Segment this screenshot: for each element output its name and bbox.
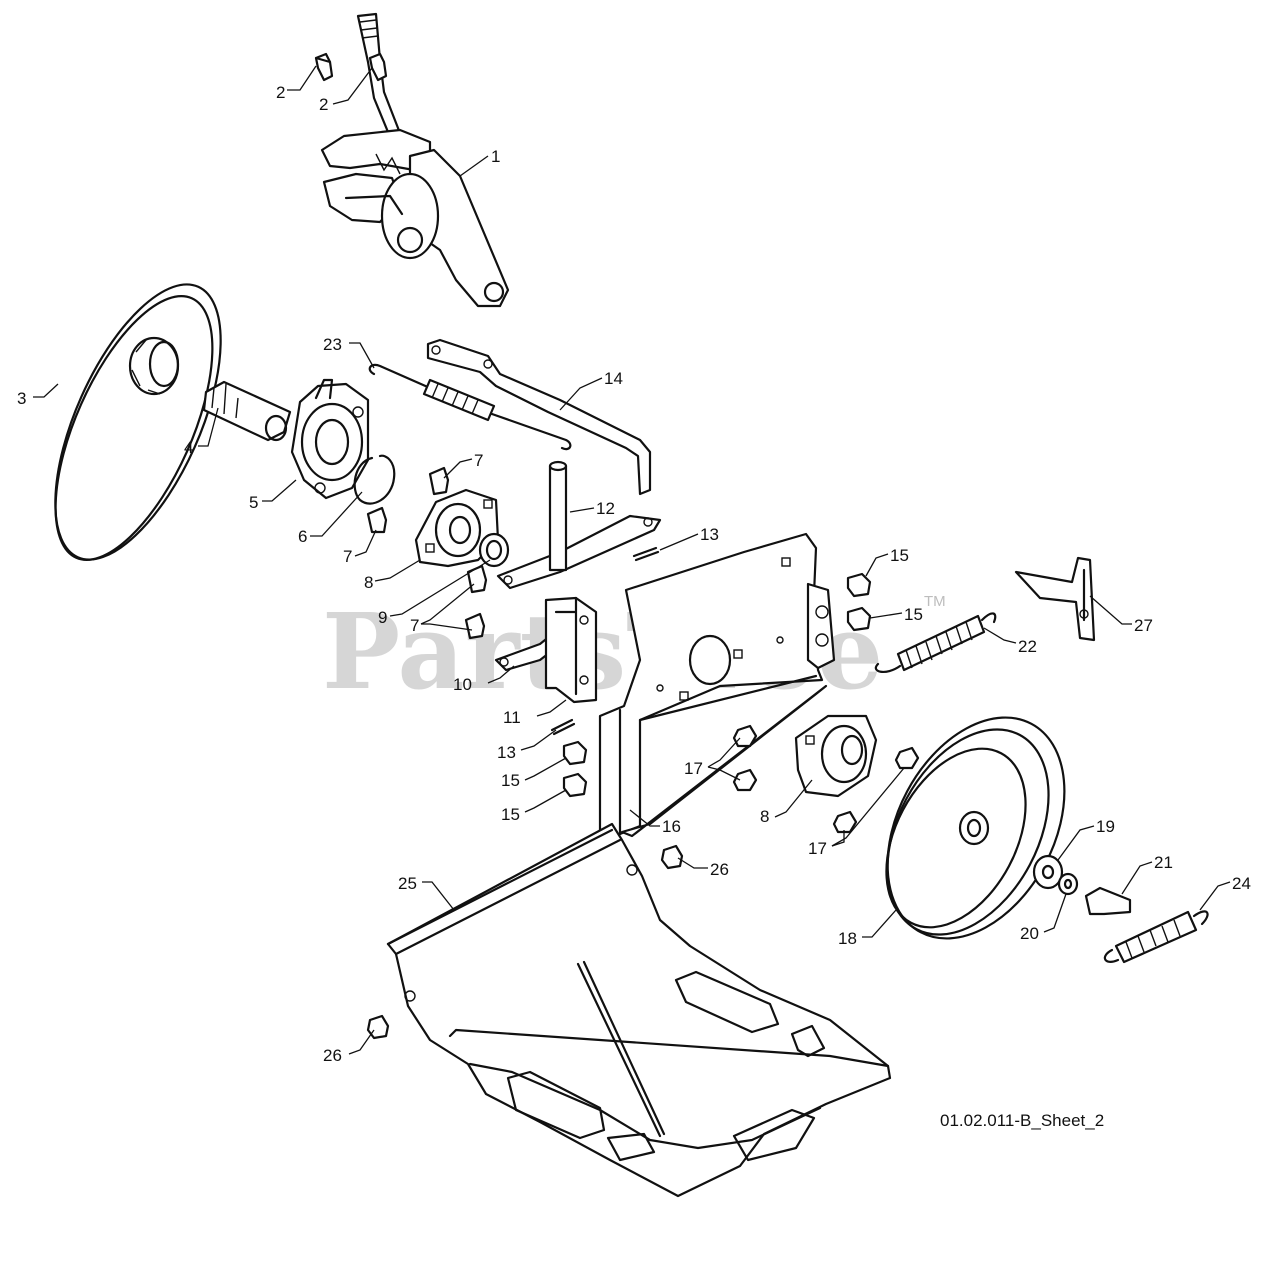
callout-20[interactable]: 20	[1020, 924, 1039, 943]
leader-lines	[33, 65, 1231, 1055]
callout-7[interactable]: 7	[474, 451, 483, 470]
part-cotter-pin-a[interactable]	[632, 546, 660, 562]
callout-2[interactable]: 2	[276, 83, 285, 102]
callout-17[interactable]: 17	[808, 839, 827, 858]
part-hex-nut-b[interactable]	[732, 768, 758, 792]
callout-15[interactable]: 15	[890, 546, 909, 565]
part-self-tapping-screw-a[interactable]	[660, 844, 684, 870]
part-flange-bolt-d[interactable]	[464, 612, 486, 640]
part-mounting-plate[interactable]	[598, 532, 836, 840]
callout-10[interactable]: 10	[453, 675, 472, 694]
callout-14[interactable]: 14	[604, 369, 623, 388]
callout-22[interactable]: 22	[1018, 637, 1037, 656]
part-hex-nut-d[interactable]	[894, 746, 920, 770]
sheet-label: 01.02.011-B_Sheet_2	[940, 1111, 1104, 1130]
part-pulley-bolt[interactable]	[1084, 886, 1132, 916]
callout-3[interactable]: 3	[17, 389, 26, 408]
callout-8[interactable]: 8	[760, 807, 769, 826]
callout-15[interactable]: 15	[501, 805, 520, 824]
callout-7[interactable]: 7	[410, 616, 419, 635]
callout-labels: 1 2 2 3 4 5 6 7 7 7 8 8 9 10 11 12 13 13…	[17, 83, 1251, 1065]
part-flange-bolt-c[interactable]	[466, 564, 488, 594]
callout-6[interactable]: 6	[298, 527, 307, 546]
callout-27[interactable]: 27	[1134, 616, 1153, 635]
part-mounting-bracket[interactable]	[1014, 556, 1096, 642]
part-extension-spring-24[interactable]	[1103, 910, 1209, 964]
part-hex-screw-c[interactable]	[562, 740, 588, 766]
callout-13[interactable]: 13	[497, 743, 516, 762]
callout-11[interactable]: 11	[503, 708, 521, 727]
part-pivot-pin[interactable]	[548, 460, 568, 572]
callout-21[interactable]: 21	[1154, 853, 1173, 872]
part-hex-screw-b[interactable]	[846, 606, 872, 632]
callout-5[interactable]: 5	[249, 493, 258, 512]
part-hex-nut-a[interactable]	[732, 724, 758, 748]
part-snap-ring[interactable]	[353, 454, 396, 505]
part-extension-spring-22[interactable]	[874, 612, 997, 673]
part-bolt-b[interactable]	[368, 52, 388, 82]
part-friction-disc[interactable]	[21, 262, 255, 583]
callout-2[interactable]: 2	[319, 95, 328, 114]
part-floor-shield[interactable]	[386, 822, 892, 1198]
callout-15[interactable]: 15	[501, 771, 520, 790]
part-shift-lever-assembly[interactable]	[320, 12, 510, 308]
callout-18[interactable]: 18	[838, 929, 857, 948]
callout-24[interactable]: 24	[1232, 874, 1251, 893]
part-extension-spring-23[interactable]	[368, 363, 572, 451]
callout-8[interactable]: 8	[364, 573, 373, 592]
callout-9[interactable]: 9	[378, 608, 387, 627]
callout-19[interactable]: 19	[1096, 817, 1115, 836]
callout-26[interactable]: 26	[710, 860, 729, 879]
callout-13[interactable]: 13	[700, 525, 719, 544]
part-washer-large[interactable]	[1032, 854, 1064, 890]
watermark-trademark: TM	[924, 593, 946, 610]
part-bolt-a[interactable]	[314, 52, 334, 82]
part-flange-bearing-lower[interactable]	[794, 714, 878, 798]
part-bushing[interactable]	[478, 532, 510, 568]
callout-25[interactable]: 25	[398, 874, 417, 893]
part-drive-pulley[interactable]	[852, 687, 1101, 969]
part-flange-bolt-b[interactable]	[366, 506, 388, 534]
part-cotter-pin-b[interactable]	[550, 718, 576, 736]
part-hex-screw-a[interactable]	[846, 572, 872, 598]
part-flange-bolt-a[interactable]	[428, 466, 450, 496]
callout-4[interactable]: 4	[184, 438, 193, 457]
part-hex-nut-c[interactable]	[832, 810, 858, 834]
part-hex-screw-d[interactable]	[562, 772, 588, 798]
callout-7[interactable]: 7	[343, 547, 352, 566]
callout-16[interactable]: 16	[662, 817, 681, 836]
part-lock-washer[interactable]	[1057, 872, 1079, 896]
part-bearing-housing[interactable]	[290, 378, 370, 500]
part-shift-rod[interactable]	[426, 338, 652, 496]
callout-23[interactable]: 23	[323, 335, 342, 354]
callout-12[interactable]: 12	[596, 499, 615, 518]
callout-15[interactable]: 15	[904, 605, 923, 624]
callout-1[interactable]: 1	[491, 147, 500, 166]
part-lever-bracket[interactable]	[494, 514, 662, 704]
part-hex-shaft[interactable]	[202, 380, 292, 442]
callout-26[interactable]: 26	[323, 1046, 342, 1065]
callout-17[interactable]: 17	[684, 759, 703, 778]
